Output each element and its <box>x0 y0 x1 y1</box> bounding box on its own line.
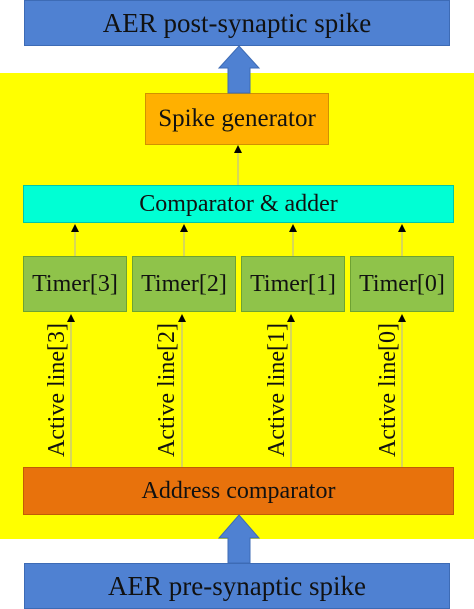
pre-synaptic-spike-label: AER pre-synaptic spike <box>108 570 366 601</box>
address-comparator-block: Address comparator <box>23 467 454 515</box>
adder-to-generator-arrowhead <box>234 145 242 153</box>
active-line-2-label: Active line[2] <box>154 323 180 457</box>
active-line-1-label: Active line[1] <box>264 323 290 457</box>
timer-2-block: Timer[2] <box>132 256 236 312</box>
timer-2-to-adder-arrowhead <box>180 224 188 232</box>
timer-1-label: Timer[1] <box>250 270 336 297</box>
timer-2-label: Timer[2] <box>141 270 227 297</box>
active-line-3-label: Active line[3] <box>44 323 70 457</box>
timer-3-label: Timer[3] <box>32 270 118 297</box>
timer-0-block: Timer[0] <box>350 256 454 312</box>
comparator-adder-label: Comparator & adder <box>139 190 338 217</box>
active-line-1-arrowhead <box>287 314 295 322</box>
timer-0-label: Timer[0] <box>359 270 445 297</box>
post-synaptic-spike-label: AER post-synaptic spike <box>102 7 372 38</box>
input-block-arrow <box>217 514 261 564</box>
active-line-0-label: Active line[0] <box>375 323 401 457</box>
active-line-3-arrowhead <box>67 314 75 322</box>
active-line-2-arrowhead <box>178 314 186 322</box>
timer-3-to-adder-arrowhead <box>71 224 79 232</box>
timer-1-to-adder-arrowhead <box>289 224 297 232</box>
active-line-0-arrowhead <box>398 314 406 322</box>
comparator-adder-block: Comparator & adder <box>23 185 454 223</box>
post-synaptic-spike-block: AER post-synaptic spike <box>24 0 450 46</box>
spike-generator-label: Spike generator <box>158 105 316 132</box>
timer-3-block: Timer[3] <box>23 256 127 312</box>
output-block-arrow <box>217 45 261 94</box>
timer-0-to-adder-arrowhead <box>398 224 406 232</box>
address-comparator-label: Address comparator <box>141 477 336 504</box>
timer-1-block: Timer[1] <box>241 256 345 312</box>
